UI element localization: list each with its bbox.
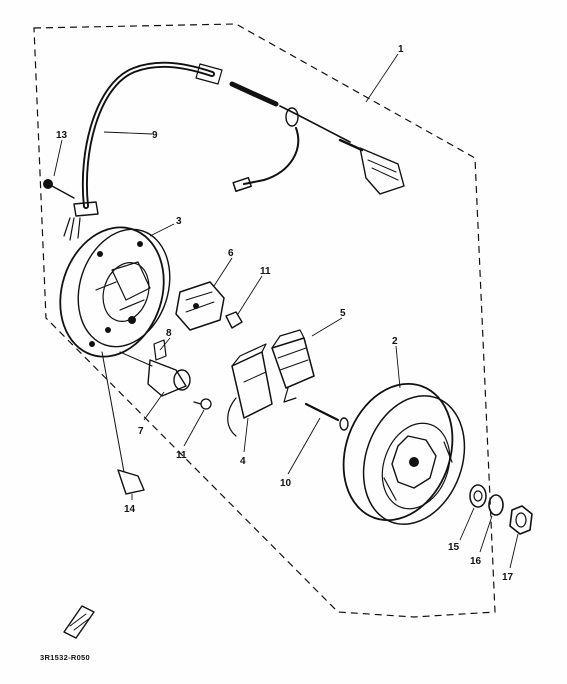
callout-2: 2	[392, 336, 398, 347]
nut-17-part	[509, 505, 533, 535]
callout-9: 9	[152, 130, 158, 141]
screw-11-lower-part	[193, 398, 212, 410]
callout-13: 13	[56, 130, 68, 141]
callout-7: 7	[138, 426, 144, 437]
rotor-flywheel-part	[342, 382, 466, 525]
callout-17: 17	[502, 572, 514, 583]
drawing-code: 3R1532-R050	[40, 653, 90, 662]
callout-11-lower: 11	[176, 450, 187, 461]
screw-13-part	[43, 179, 75, 199]
callout-16: 16	[470, 556, 482, 567]
callout-5: 5	[340, 308, 346, 319]
callout-15: 15	[448, 542, 460, 553]
callout-6: 6	[228, 248, 234, 259]
callout-1: 1	[398, 44, 404, 55]
pickup-coil-part	[119, 339, 191, 397]
coil-5-part	[271, 329, 315, 403]
callout-3: 3	[176, 216, 182, 227]
assembly-boundary	[33, 23, 496, 618]
stator-base-plate-part	[59, 226, 171, 358]
tool-icon	[63, 605, 95, 639]
callout-14: 14	[124, 504, 136, 515]
callout-11-upper: 11	[260, 266, 271, 277]
leader-lines	[53, 53, 519, 569]
callout-4: 4	[240, 456, 246, 467]
wire-harness-part	[63, 61, 405, 241]
lock-washer-16-part	[488, 494, 504, 516]
callout-10: 10	[280, 478, 292, 489]
ignition-coil-part	[227, 343, 273, 437]
washer-15-part	[469, 484, 487, 508]
charging-coil-part	[175, 281, 225, 331]
screw-11-upper-part	[225, 311, 243, 329]
callout-8: 8	[166, 328, 172, 339]
bolt-14-part	[101, 351, 145, 495]
bolt-10-part	[304, 402, 349, 431]
